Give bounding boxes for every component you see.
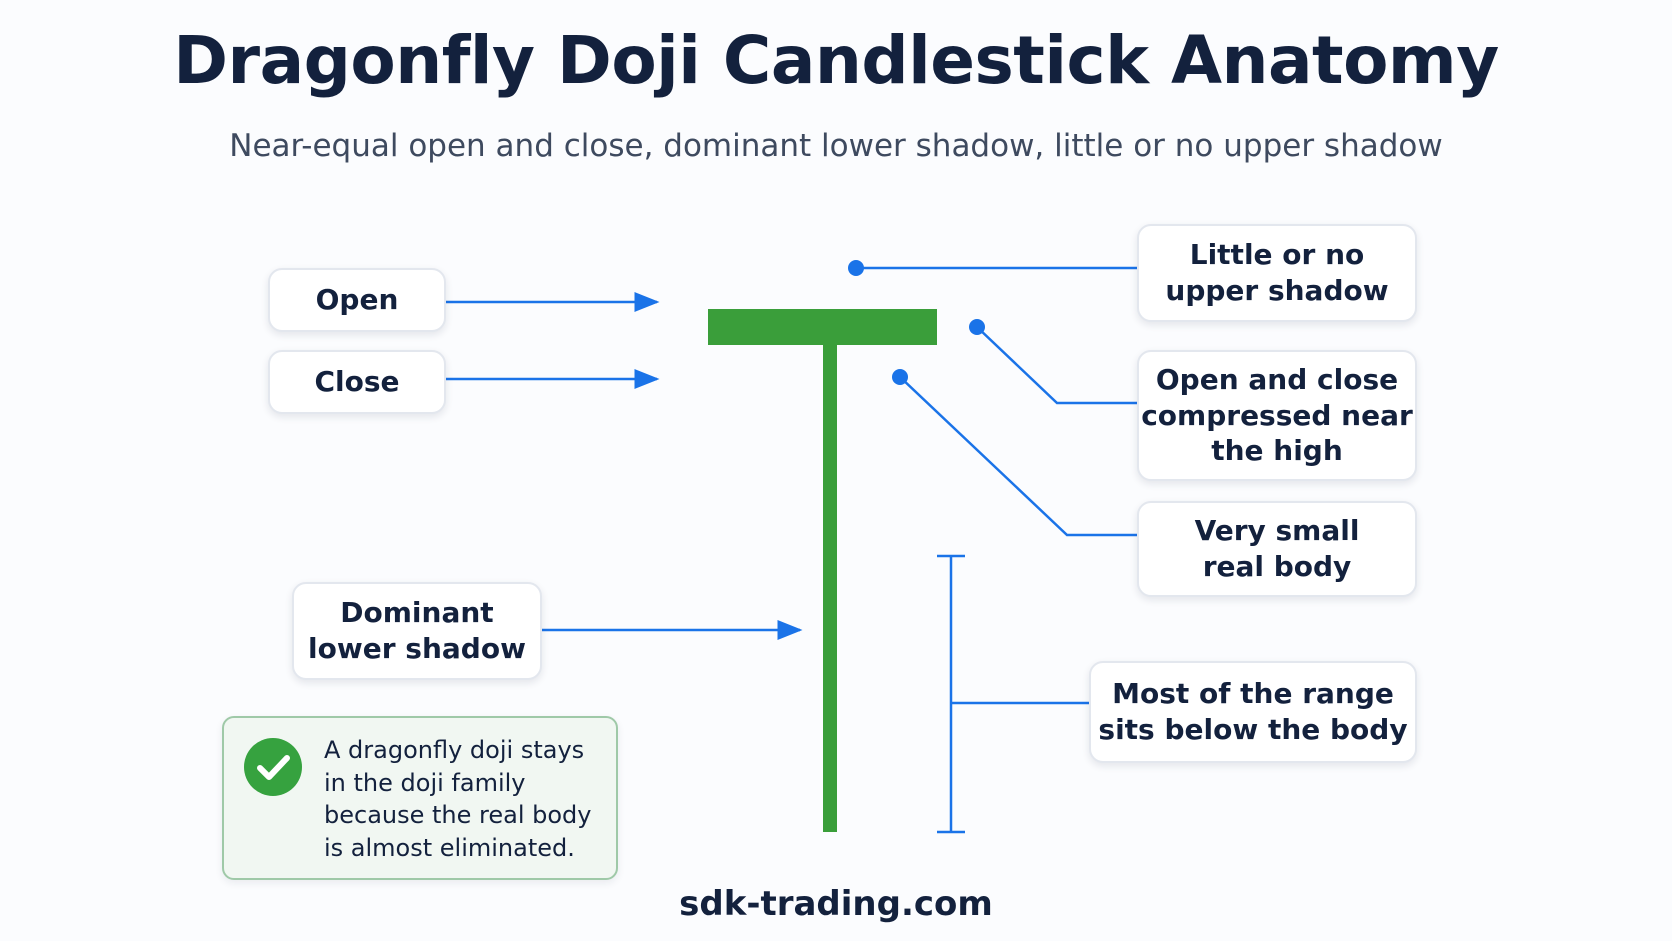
small-body-leader — [899, 376, 1137, 537]
note-box: A dragonfly doji stays in the doji famil… — [222, 716, 618, 880]
upper-shadow-label: Little or no upper shadow — [1137, 224, 1417, 322]
small-body-line-1: Very small — [1194, 514, 1360, 548]
page-title: Dragonfly Doji Candlestick Anatomy — [173, 22, 1499, 99]
range-label: Most of the range sits below the body — [1089, 661, 1417, 763]
note-text: A dragonfly doji stays in the doji famil… — [324, 736, 592, 862]
compressed-leader — [976, 326, 1137, 405]
range-line-1: Most of the range — [1112, 677, 1394, 711]
small-body-line-2: real body — [1202, 550, 1352, 583]
upper-shadow-line-2: upper shadow — [1165, 274, 1389, 307]
page-subtitle: Near-equal open and close, dominant lowe… — [229, 128, 1443, 164]
compressed-line-1: Open and close — [1155, 362, 1399, 396]
upper-shadow-line-1: Little or no — [1189, 238, 1365, 272]
close-label-text: Close — [314, 365, 400, 399]
compressed-line-3: the high — [1211, 434, 1343, 468]
lower-shadow-label: Dominant lower shadow — [292, 582, 542, 680]
check-circle-icon — [244, 738, 302, 796]
range-line-2: sits below the body — [1098, 713, 1408, 746]
footer-site: sdk-trading.com — [679, 884, 993, 924]
lower-shadow-line-2: lower shadow — [308, 632, 526, 665]
lower-shadow-line-1: Dominant — [340, 596, 494, 630]
close-label: Close — [268, 350, 446, 414]
compressed-label: Open and close compressed near the high — [1137, 350, 1417, 481]
open-label: Open — [268, 268, 446, 332]
candle-lower-shadow — [823, 345, 837, 832]
open-label-text: Open — [315, 283, 399, 317]
compressed-line-2: compressed near — [1141, 398, 1413, 432]
small-body-label: Very small real body — [1137, 501, 1417, 597]
candle-body — [708, 309, 937, 345]
